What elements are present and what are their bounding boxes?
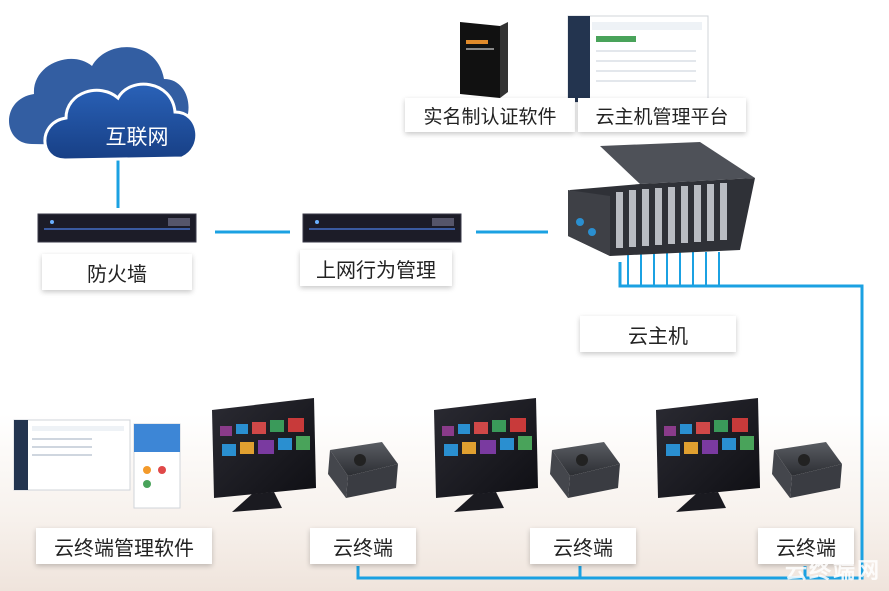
terminal-station-3-icon bbox=[656, 398, 842, 512]
cloud-host-platform-label: 云主机管理平台 bbox=[578, 98, 746, 132]
software-box-icon bbox=[460, 22, 508, 98]
terminal-2-label: 云终端 bbox=[530, 528, 636, 564]
platform-screenshot-icon bbox=[567, 15, 709, 103]
link-cloudhost-bus bbox=[356, 262, 864, 580]
behavior-mgmt-label: 上网行为管理 bbox=[300, 250, 452, 286]
server-cables bbox=[627, 252, 720, 286]
server-icon bbox=[568, 142, 755, 256]
connection-lines bbox=[116, 160, 864, 580]
internet-label: 互联网 bbox=[106, 125, 169, 149]
terminal-mgmt-software-label: 云终端管理软件 bbox=[36, 528, 212, 564]
terminal-station-2-icon bbox=[434, 398, 620, 512]
terminal-3-label: 云终端 bbox=[758, 528, 854, 564]
cloud-icon bbox=[9, 47, 199, 162]
watermark: 云终端网 bbox=[784, 559, 881, 584]
firewall-label: 防火墙 bbox=[42, 254, 192, 290]
behavior-mgmt-device-icon bbox=[302, 213, 462, 243]
cloud-host-label: 云主机 bbox=[580, 316, 736, 352]
real-name-software-label: 实名制认证软件 bbox=[405, 98, 575, 132]
firewall-device-icon bbox=[37, 213, 197, 243]
terminal-1-label: 云终端 bbox=[310, 528, 416, 564]
terminal-software-screenshot-icon bbox=[13, 419, 181, 509]
terminal-station-1-icon bbox=[212, 398, 398, 512]
